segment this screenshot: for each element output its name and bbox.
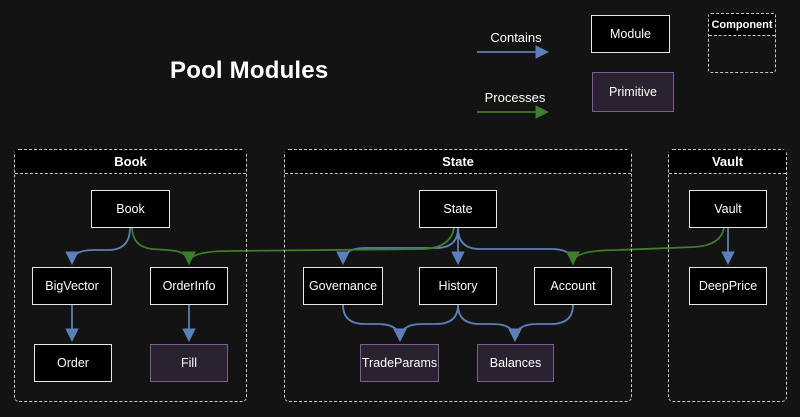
legend-primitive-label: Primitive [609, 85, 657, 99]
node-deepprice-label: DeepPrice [698, 279, 758, 293]
node-account: Account [534, 267, 612, 305]
node-tradeparams-label: TradeParams [361, 356, 438, 370]
node-state: State [419, 190, 497, 228]
legend-module-node: Module [591, 15, 670, 53]
container-state-label: State [442, 154, 474, 169]
legend-contains-label: Contains [490, 30, 542, 45]
container-state-title: State [285, 150, 631, 174]
legend-component-box: Component [708, 13, 776, 73]
container-vault-title: Vault [669, 150, 786, 174]
node-history-label: History [438, 279, 478, 293]
container-state: State [284, 149, 632, 402]
node-history: History [419, 267, 497, 305]
node-fill-label: Fill [181, 356, 197, 370]
node-account-label: Account [550, 279, 596, 293]
node-tradeparams: TradeParams [360, 344, 439, 382]
node-order: Order [34, 344, 112, 382]
container-vault-label: Vault [711, 154, 744, 169]
legend-component-title: Component [709, 14, 775, 36]
node-balances-label: Balances [489, 356, 542, 370]
node-state-label: State [443, 202, 473, 216]
container-book: Book [14, 149, 247, 402]
node-bigvector-label: BigVector [45, 279, 99, 293]
node-vault: Vault [689, 190, 767, 228]
legend-module-label: Module [610, 27, 651, 41]
node-vault-label: Vault [714, 202, 742, 216]
container-book-label: Book [114, 154, 147, 169]
node-balances: Balances [477, 344, 554, 382]
node-deepprice: DeepPrice [689, 267, 767, 305]
node-governance: Governance [303, 267, 383, 305]
node-book: Book [91, 190, 170, 228]
legend-primitive-node: Primitive [592, 72, 674, 112]
node-book-label: Book [116, 202, 145, 216]
container-vault: Vault [668, 149, 787, 402]
container-book-title: Book [15, 150, 246, 174]
legend-processes-label: Processes [484, 90, 546, 105]
node-bigvector: BigVector [32, 267, 112, 305]
page-title: Pool Modules [170, 57, 329, 84]
node-fill: Fill [150, 344, 228, 382]
node-orderinfo-label: OrderInfo [162, 279, 216, 293]
node-order-label: Order [57, 356, 89, 370]
legend-component-label: Component [711, 18, 773, 31]
node-governance-label: Governance [308, 279, 378, 293]
node-orderinfo: OrderInfo [150, 267, 228, 305]
